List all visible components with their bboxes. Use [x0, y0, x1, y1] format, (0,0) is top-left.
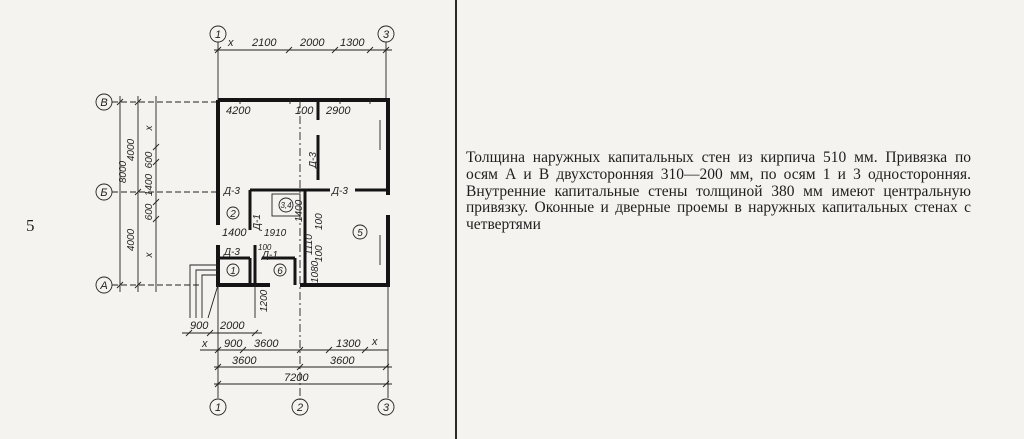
left-dim-600-b: 600 [144, 203, 155, 220]
left-dim-x-bottom: х [144, 252, 155, 259]
axis-label-1-top: 1 [215, 29, 221, 41]
room-label-5: 5 [357, 228, 363, 239]
left-dimension-chain: 8000 4000 4000 х 600 1400 600 х [116, 96, 160, 292]
room-label-2: 2 [229, 209, 236, 220]
plan-dim-100: 100 [295, 105, 314, 117]
room-circle-2 [226, 206, 240, 220]
bottom-dim-x-left: х [201, 338, 208, 350]
left-dim-8000: 8000 [118, 160, 129, 183]
axis-circle-1-bottom [209, 398, 227, 416]
bottom-dimension-chains: 900 2000 х 900 3600 1300 х 3600 3600 720… [182, 285, 392, 398]
axis-circle-2-bottom [291, 398, 309, 416]
room-circle-34 [278, 197, 294, 213]
plan-dim-2900: 2900 [325, 105, 351, 117]
left-dim-4000-upper: 4000 [126, 138, 137, 161]
plan-dim-1110: 1110 [304, 234, 315, 255]
plan-labels: 4200 100 2900 Д-3 Д-3 Д-3 2 3,4 Д-1 1400… [222, 105, 368, 312]
bottom-dim-3600-c: 3600 [330, 355, 355, 367]
left-dim-x-top: х [144, 125, 155, 132]
plan-dim-100-a: 100 [314, 213, 325, 230]
plan-dim-1400-left: 1400 [222, 227, 247, 239]
top-dim-2100: 2100 [251, 37, 277, 49]
axis-label-2-bottom: 2 [296, 402, 303, 414]
door-label-d3-top: Д-3 [308, 152, 319, 169]
door-label-d3-bottom: Д-3 [223, 247, 240, 258]
left-dim-600-a: 600 [144, 151, 155, 168]
axis-label-A: A [99, 280, 107, 292]
door-label-d1-a: Д-1 [252, 214, 263, 231]
plan-walls [189, 98, 390, 400]
row-number: 5 [26, 216, 35, 235]
axis-circle-3-bottom [377, 398, 395, 416]
door-label-d3-left: Д-3 [223, 186, 240, 197]
bottom-dim-3600-b: 3600 [232, 355, 257, 367]
room-circle-5 [352, 224, 368, 240]
door-label-d1-b: Д-1 [261, 250, 278, 261]
plan-dim-1400-mid: 1400 [294, 199, 305, 222]
axis-label-3-bottom: 3 [383, 402, 390, 414]
bottom-dim-7200: 7200 [284, 372, 309, 384]
door-label-d3-right: Д-3 [331, 186, 348, 197]
plan-dim-1080: 1080 [310, 260, 321, 283]
bottom-dim-x-right: х [371, 336, 378, 348]
floor-plan-drawing: 1 3 х 2100 2000 1300 В Б A [95, 25, 395, 416]
room-label-1: 1 [230, 266, 236, 277]
top-dim-2000: 2000 [299, 37, 325, 49]
left-dim-1400: 1400 [144, 173, 155, 196]
bottom-axis-markers: 1 2 3 [209, 398, 395, 416]
plan-dim-1200: 1200 [259, 289, 270, 312]
bottom-dim-900-b: 900 [224, 338, 243, 350]
axis-label-B: Б [100, 187, 107, 199]
axis-label-V: В [100, 97, 107, 109]
room-label-34: 3,4 [280, 201, 292, 210]
column-divider [455, 0, 457, 439]
bottom-dim-900-a: 900 [190, 320, 209, 332]
top-dim-1300: 1300 [340, 37, 365, 49]
bottom-dim-3600-a: 3600 [254, 338, 279, 350]
plan-dim-4200: 4200 [226, 105, 251, 117]
axis-label-3-top: 3 [383, 29, 390, 41]
left-dim-4000-lower: 4000 [126, 228, 137, 251]
bottom-dim-1300: 1300 [336, 338, 361, 350]
room-label-6: 6 [277, 266, 283, 277]
plan-dim-100-b: 100 [314, 245, 325, 262]
plan-dim-100-c: 100 [258, 243, 272, 252]
top-dimension-chain: х 2100 2000 1300 [214, 37, 392, 54]
room-circle-6 [273, 263, 287, 277]
description-text: Толщина наружных капитальных стен из кир… [466, 149, 971, 234]
top-dim-x: х [227, 37, 234, 49]
left-axis-markers: В Б A [95, 93, 218, 294]
room-circle-1 [226, 263, 240, 277]
top-axis-markers: 1 3 [209, 25, 395, 100]
axis-label-1-bottom: 1 [215, 402, 221, 414]
plan-dim-1910: 1910 [264, 228, 287, 239]
bottom-dim-2000: 2000 [219, 320, 245, 332]
